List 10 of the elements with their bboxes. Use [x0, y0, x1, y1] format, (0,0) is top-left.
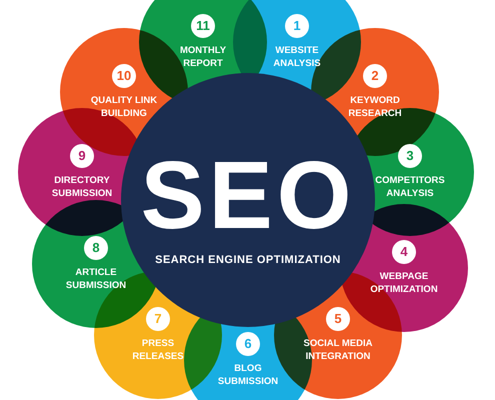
step-label: ARTICLE SUBMISSION — [64, 266, 128, 292]
step-label: MONTHLY REPORT — [178, 44, 228, 70]
step-label: COMPETITORS ANALYSIS — [374, 174, 446, 200]
step-label: DIRECTORY SUBMISSION — [50, 174, 114, 200]
step-label: BLOG SUBMISSION — [216, 362, 280, 388]
center-subtitle: SEARCH ENGINE OPTIMIZATION — [155, 252, 341, 268]
step-label: QUALITY LINK BUILDING — [90, 94, 158, 120]
step-label: WEBPAGE OPTIMIZATION — [369, 270, 439, 296]
center-title: SEO — [140, 148, 356, 244]
step-label: PRESS RELEASES — [131, 337, 185, 363]
